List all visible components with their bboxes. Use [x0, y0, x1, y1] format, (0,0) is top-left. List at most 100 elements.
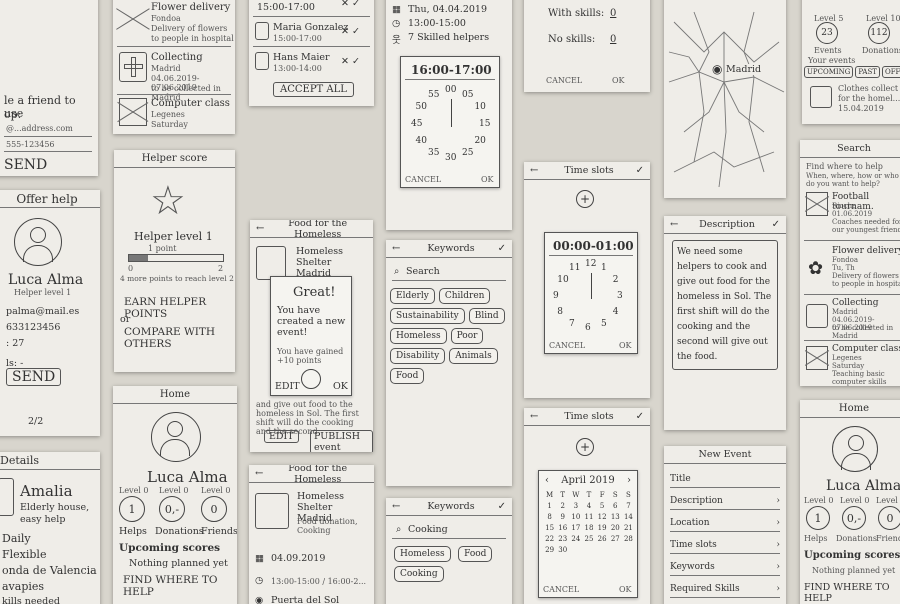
with-skills-value[interactable]: 0 — [610, 8, 617, 19]
confirm-check-icon-2[interactable]: ✓ — [497, 501, 506, 512]
calendar-day[interactable]: 3 — [573, 502, 579, 510]
dial-number[interactable]: 7 — [569, 318, 575, 329]
chip-cooking[interactable]: Cooking — [394, 566, 444, 582]
prev-month-icon[interactable]: ‹ — [545, 475, 549, 486]
slot-cancel[interactable]: CANCEL — [549, 341, 586, 350]
dial-number[interactable]: 6 — [585, 323, 591, 333]
calendar-day[interactable]: 28 — [623, 535, 633, 543]
calendar-day[interactable]: 7 — [626, 502, 631, 510]
calendar-day[interactable]: 8 — [547, 513, 552, 521]
stats-event-title[interactable]: Clothes collect — [838, 84, 899, 93]
calendar-day[interactable]: 15 — [545, 524, 555, 532]
add-slot-icon[interactable]: + — [576, 190, 594, 208]
confirm-check-icon-4[interactable]: ✓ — [635, 411, 644, 422]
new-event-row-skills[interactable]: Required Skills› — [670, 580, 780, 598]
calendar-day[interactable]: 26 — [597, 535, 607, 543]
chip-food[interactable]: Food — [458, 546, 493, 562]
tab-upcoming[interactable]: UPCOMING — [804, 66, 854, 78]
calendar-day[interactable]: 12 — [597, 513, 607, 521]
calendar-day[interactable]: 13 — [610, 513, 620, 521]
dial-number[interactable]: 50 — [415, 102, 427, 112]
reject-icon[interactable]: ✕ ✓ — [341, 0, 360, 9]
dial-number[interactable]: 10 — [474, 102, 486, 112]
description-textarea[interactable]: We need some helpers to cook and give ou… — [672, 240, 778, 370]
edit-button[interactable]: EDIT — [264, 430, 299, 443]
compare-button[interactable]: COMPARE WITH OTHERS — [124, 326, 216, 350]
calendar-day[interactable]: 6 — [613, 502, 618, 510]
calendar-day[interactable]: 11 — [584, 513, 594, 521]
dial-number[interactable]: 8 — [557, 307, 564, 317]
calendar-day[interactable]: 24 — [571, 535, 581, 543]
new-event-row-time[interactable]: Time slots› — [670, 536, 780, 554]
chip-homeless[interactable]: Homeless — [394, 546, 451, 562]
dial-number[interactable]: 20 — [474, 136, 486, 146]
keyword-search-input[interactable]: Search — [406, 266, 440, 277]
search-question[interactable]: When, where, how or who do you want to h… — [806, 172, 899, 188]
keyword-chip[interactable]: Food — [390, 368, 425, 384]
new-event-row-location[interactable]: Location› — [670, 514, 780, 532]
dial-number[interactable]: 12 — [585, 259, 597, 269]
calendar-day[interactable]: 5 — [599, 502, 605, 510]
accept-icon-2[interactable]: ✕ ✓ — [341, 56, 360, 67]
dialog-edit[interactable]: EDIT — [275, 381, 300, 392]
calendar-day[interactable]: 27 — [610, 535, 620, 543]
back-arrow-icon[interactable]: ← — [256, 223, 265, 234]
dial-number[interactable]: 15 — [479, 119, 491, 129]
calendar-day[interactable]: 18 — [584, 524, 594, 532]
publish-button[interactable]: PUBLISH event — [310, 430, 373, 452]
dial-number[interactable]: 3 — [617, 291, 623, 301]
back-arrow-icon-3[interactable]: ← — [392, 243, 401, 254]
find-help-button[interactable]: FIND WHERE TO HELP — [123, 574, 218, 598]
skills-ok[interactable]: OK — [612, 76, 625, 85]
calendar-day[interactable]: 9 — [560, 513, 565, 521]
dialog-ok[interactable]: OK — [333, 381, 348, 392]
dial-number[interactable]: 00 — [445, 85, 457, 95]
event-title-1[interactable]: Flower delivery — [151, 2, 231, 13]
calendar-day[interactable]: 21 — [623, 524, 633, 532]
send-button[interactable]: SEND — [4, 157, 48, 173]
search-result-title-4[interactable]: Computer class — [832, 344, 900, 354]
calendar-day[interactable]: 22 — [545, 535, 555, 543]
calendar-day[interactable]: 25 — [584, 535, 594, 543]
search-result-title-1[interactable]: Football tournam. — [832, 192, 874, 212]
accept-icon[interactable]: ✕ ✓ — [341, 26, 360, 37]
calendar-day[interactable]: 17 — [571, 524, 581, 532]
home2-find-button[interactable]: FIND WHERE TO HELP — [804, 582, 890, 604]
keyword-search-value[interactable]: Cooking — [408, 524, 448, 535]
slot-ok[interactable]: OK — [619, 341, 632, 350]
search-result-title-3[interactable]: Collecting — [832, 298, 879, 308]
calendar-day[interactable]: 2 — [560, 502, 565, 510]
dial-number[interactable]: 10 — [557, 275, 569, 285]
next-month-icon[interactable]: › — [627, 475, 631, 486]
dial-number[interactable]: 35 — [428, 148, 440, 159]
calendar-day[interactable]: 23 — [558, 535, 568, 543]
back-arrow-icon-7[interactable]: ← — [670, 219, 679, 230]
dial-number[interactable]: 40 — [415, 136, 427, 146]
time-cancel[interactable]: CANCEL — [405, 175, 442, 184]
add-slot-icon-2[interactable]: + — [576, 438, 594, 456]
keyword-chip[interactable]: Homeless — [390, 328, 447, 344]
back-arrow-icon-5[interactable]: ← — [530, 165, 539, 176]
tab-offer[interactable]: OFFER — [881, 66, 900, 78]
dial-number[interactable]: 1 — [601, 263, 607, 274]
calendar-ok[interactable]: OK — [619, 585, 632, 594]
new-event-row-keywords[interactable]: Keywords› — [670, 558, 780, 576]
dial-number[interactable]: 5 — [601, 318, 607, 329]
event-title-3[interactable]: Computer class — [151, 98, 230, 109]
calendar-day[interactable]: 14 — [623, 513, 633, 521]
confirm-check-icon-3[interactable]: ✓ — [635, 165, 644, 176]
calendar-day[interactable]: 29 — [545, 546, 555, 554]
calendar-day[interactable]: 10 — [571, 513, 581, 521]
dial-number[interactable]: 4 — [612, 307, 619, 317]
dial-number[interactable]: 9 — [553, 291, 559, 301]
back-arrow-icon-6[interactable]: ← — [530, 411, 539, 422]
dial-number[interactable]: 45 — [411, 119, 423, 129]
search-result-title-2[interactable]: Flower delivery — [832, 246, 900, 256]
confirm-check-icon-5[interactable]: ✓ — [771, 219, 780, 230]
keyword-chip[interactable]: Disability — [390, 348, 446, 364]
calendar-day[interactable]: 4 — [586, 502, 592, 510]
no-skills-value[interactable]: 0 — [610, 34, 617, 45]
earn-points-button[interactable]: EARN HELPER POINTS — [124, 296, 207, 320]
offer-send-button[interactable]: SEND — [6, 368, 62, 386]
back-arrow-icon-2[interactable]: ← — [255, 468, 264, 479]
